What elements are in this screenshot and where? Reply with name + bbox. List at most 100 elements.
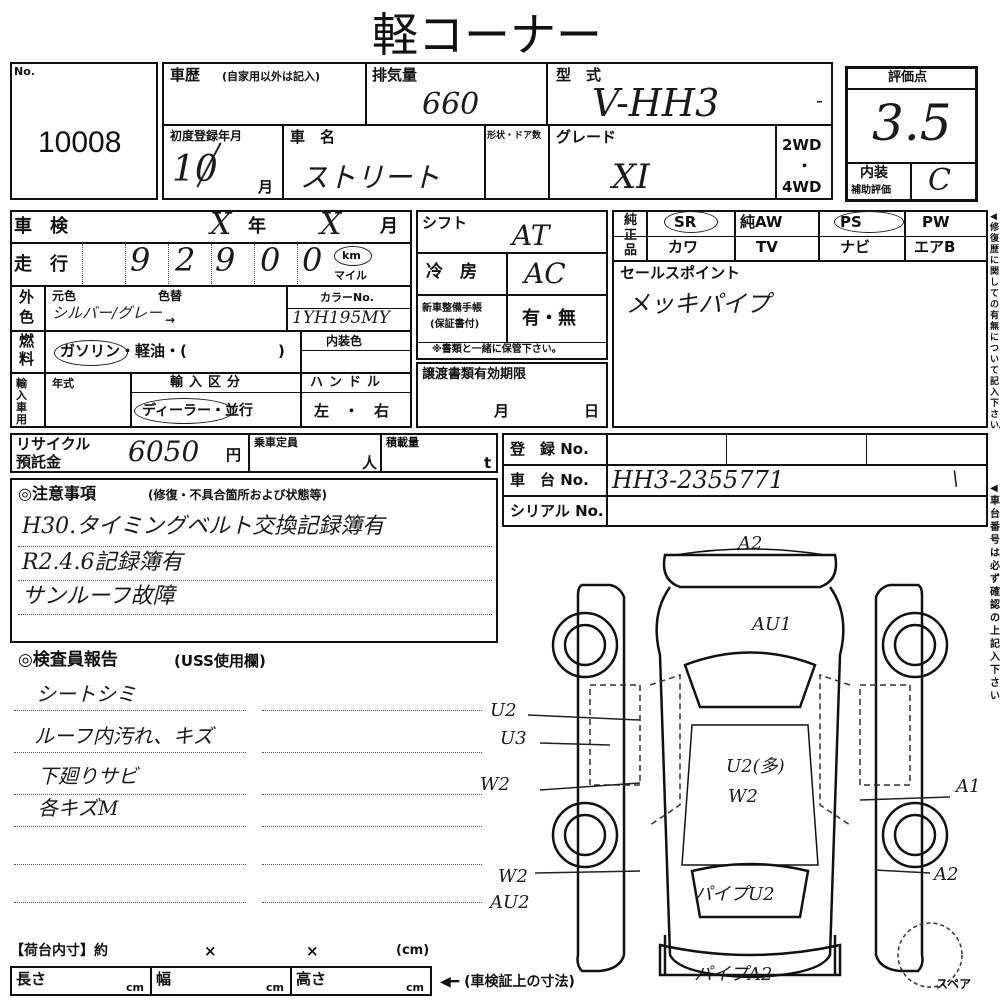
notes-title: ◎注意事項 [18,484,96,503]
grade-value: XI [612,157,650,197]
load-unit: t [484,454,492,472]
color-no-value: 1YH195MY [292,308,390,328]
history-label: 車歴 [170,66,201,84]
transfer-month: 月 [494,402,510,420]
mileage-digit-4: 0 [260,241,281,279]
mileage-digit-5: 0 [302,241,323,279]
interior-sub: 補助評価 [851,185,891,196]
drive-2wd: 2WD [782,136,822,154]
cargo-x1: × [204,942,217,960]
inspection-year-mark: X [210,207,232,242]
mileage-digit-2: 2 [175,241,196,279]
recycle-label-2: 預託金 [16,453,62,471]
first-reg-value: 10 [172,149,218,190]
chassis-tail-mark: \ [952,466,959,490]
damage-mark-rear-left-1: W2 [498,866,528,887]
equipment-box [612,210,988,428]
width-cm: cm [266,981,284,994]
import-div-value: ディーラー・並行 [142,403,254,419]
maint-value: 有・無 [522,308,576,329]
inspector-subtitle: (USS使用欄) [174,652,266,670]
year-type-label: 年式 [52,377,74,390]
equip-leather: カワ [668,238,699,256]
load-label: 積載量 [386,436,419,449]
dealer-circle [134,398,234,424]
orig-color-label: 元色 [52,289,77,303]
fuel-options: ガソリン・軽油・( [60,342,187,360]
damage-mark-top: A2 [738,533,763,554]
inspector-line-2: ルーフ内汚れ、キズ [34,724,213,748]
length-cm: cm [126,981,144,994]
cargo-cm-label: (cm) [396,943,430,958]
equip-ps: PS [840,213,862,231]
car-name-label: 車 名 [290,128,336,146]
model-label: 型 式 [556,66,602,84]
mileage-unit-km: km [342,249,361,262]
ps-circle [834,211,904,233]
transfer-day: 日 [584,402,600,420]
shift-box [416,210,608,360]
recycle-value: 6050 [128,435,200,468]
year-label: 年 [248,216,266,237]
dimensions-note: ◀━ (車検証上の寸法) [440,974,575,990]
fuel-label-2: 料 [19,350,35,368]
mileage-label: 走 行 [14,254,68,275]
month-label: 月 [380,216,398,237]
fuel-gasoline-circle [54,340,128,366]
sales-label: セールスポイント [620,264,741,282]
maint-note: ※書類と一緒に保管下さい。 [432,344,562,355]
genuine-label: 純正品 [624,213,638,258]
car-name-value: ストリート [300,161,441,194]
damage-mark-left-2: U3 [500,728,527,749]
sales-value: メッキパイプ [626,290,770,318]
history-note: (自家用以外は記入) [222,70,321,83]
score-label: 評価点 [888,70,928,85]
sr-circle [664,211,718,233]
note-line-1: H30.タイミングベルト交換記録簿有 [22,514,385,539]
drive-dot: ・ [797,157,813,175]
lot-number-value: 10008 [38,126,122,159]
grade-label: グレード [556,128,617,146]
equip-airbag: エアB [914,238,956,256]
fuel-close: ) [278,342,285,360]
recycle-unit: 円 [226,446,242,464]
inspector-line-1: シートシミ [36,682,136,706]
score-value: 3.5 [872,94,952,152]
side-note-chassis: ◀車台番号は必ず確認の上記入下さい。 [990,483,1000,702]
maint-label-1: 新車整備手帳 [422,303,482,314]
capacity-label: 乗車定員 [254,436,298,449]
import-div-label: 輸入区分 [170,375,247,390]
inspector-line-3: 下廻りサビ [38,764,138,788]
first-reg-month: 月 [258,178,274,196]
car-damage-diagram [527,548,963,988]
page-title: 軽コーナー [372,8,602,62]
cargo-label: 【荷台内寸】約 [10,943,108,959]
reg-no-label: 登 録 No. [510,440,589,458]
damage-mark-roof-1: U2(多) [726,756,785,777]
damage-mark-bottom: パイプA2 [694,964,773,985]
registration-box [502,433,988,527]
drive-4wd: 4WD [782,178,822,196]
model-value: V-HH3 [592,81,720,125]
color-arrow: → [165,313,176,327]
equip-navi: ナビ [840,238,871,256]
interior-label: 内装 [860,165,888,181]
inspection-box [10,210,412,428]
damage-mark-right-2: A2 [934,864,959,885]
height-label: 高さ [296,970,327,988]
damage-mark-left-1: U2 [490,700,517,721]
width-label: 幅 [156,970,172,988]
mileage-digit-3: 9 [215,241,236,279]
lot-number-box [10,62,158,200]
notes-subtitle: (修復・不具合箇所および状態等) [148,488,327,502]
shift-value: AT [512,219,550,252]
serial-label: シリアル No. [510,502,604,520]
recycle-label-1: リサイクル [16,435,91,453]
chassis-value: HH3-2355771 [612,466,785,494]
lot-number-label: No. [14,65,35,78]
repaint-label: 色替 [158,289,183,303]
equip-pw: PW [922,213,950,231]
interior-value: C [928,163,951,198]
first-reg-label: 初度登録年月 [170,129,243,143]
dimensions-box [10,966,432,996]
